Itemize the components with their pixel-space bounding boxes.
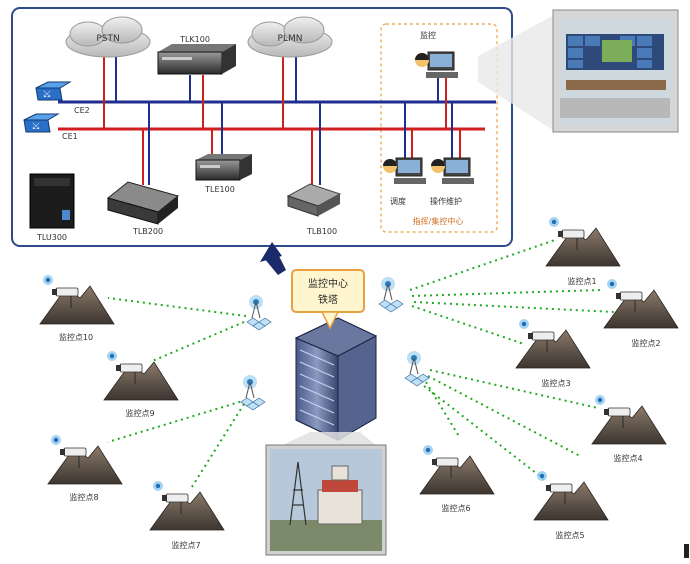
command-center-label: 指挥/集控中心	[413, 216, 464, 226]
monitor-point-label-7: 监控点7	[171, 540, 200, 550]
device-label-tlb200: TLB200	[132, 227, 163, 236]
monitor-point-label-4: 监控点4	[613, 453, 642, 463]
switch-ce2: ⤩ CE2	[35, 81, 90, 115]
monitor-point-3	[515, 318, 591, 369]
monitor-point-label-10: 监控点10	[59, 332, 93, 342]
device-label-tlu300: TLU300	[36, 233, 67, 242]
console-label-monitor: 监控	[420, 30, 436, 40]
monitor-point-5	[533, 470, 609, 521]
device-tlb200: TLB200	[106, 181, 180, 236]
control-room-callout	[478, 14, 556, 132]
device-tle100: TLE100	[195, 154, 252, 194]
monitor-point-10	[39, 274, 115, 325]
hub-callout-line1: 监控中心	[308, 277, 348, 290]
monitor-point-6	[419, 444, 495, 495]
monitor-point-label-9: 监控点9	[125, 408, 154, 418]
relay-tower-2	[240, 374, 266, 411]
monitor-point-7	[149, 480, 225, 531]
monitor-point-label-6: 监控点6	[441, 503, 470, 513]
relay-tower-4	[404, 350, 430, 387]
control-room-image	[552, 9, 679, 133]
device-label-tlk100: TLK100	[179, 35, 210, 44]
monitor-point-8	[47, 434, 123, 485]
monitor-point-2	[603, 278, 679, 329]
switch-label-ce2: CE2	[74, 106, 90, 115]
cloud-label-pstn: PSTN	[96, 34, 119, 44]
monitoring-center-building	[294, 317, 378, 441]
svg-text:⤩: ⤩	[43, 90, 50, 100]
monitor-point-label-1: 监控点1	[567, 276, 596, 286]
device-label-tle100: TLE100	[204, 185, 235, 194]
monitor-point-9	[103, 350, 179, 401]
monitor-point-4	[591, 394, 667, 445]
cloud-pstn: PSTN	[65, 16, 151, 58]
monitor-point-label-5: 监控点5	[555, 530, 584, 540]
console-label-dispatch: 调度	[390, 196, 406, 206]
monitor-point-label-2: 监控点2	[631, 338, 660, 348]
edge-mark	[684, 544, 689, 558]
console-label-operate: 操作维护	[430, 196, 462, 206]
relay-tower-3	[378, 276, 404, 313]
svg-text:⤩: ⤩	[32, 122, 39, 132]
device-tlk100: TLK100	[157, 35, 236, 75]
monitor-point-label-8: 监控点8	[69, 492, 98, 502]
cloud-label-plmn: PLMN	[278, 34, 303, 44]
hub-callout: 监控中心 铁塔	[291, 269, 365, 330]
relay-tower-1	[246, 294, 272, 331]
switch-ce1: ⤩ CE1	[23, 113, 78, 141]
wireless-links	[107, 239, 615, 491]
device-tlb100: TLB100	[286, 183, 342, 236]
hub-callout-line2: 铁塔	[318, 293, 338, 306]
monitor-point-1	[545, 216, 621, 267]
uplink-arrow	[260, 242, 286, 275]
cloud-plmn: PLMN	[247, 16, 333, 58]
tower-photo	[265, 444, 387, 556]
device-tlu300: TLU300	[29, 173, 75, 242]
monitor-point-label-3: 监控点3	[541, 378, 570, 388]
device-label-tlb100: TLB100	[306, 227, 337, 236]
command-center-box	[380, 23, 498, 233]
switch-label-ce1: CE1	[62, 132, 78, 141]
